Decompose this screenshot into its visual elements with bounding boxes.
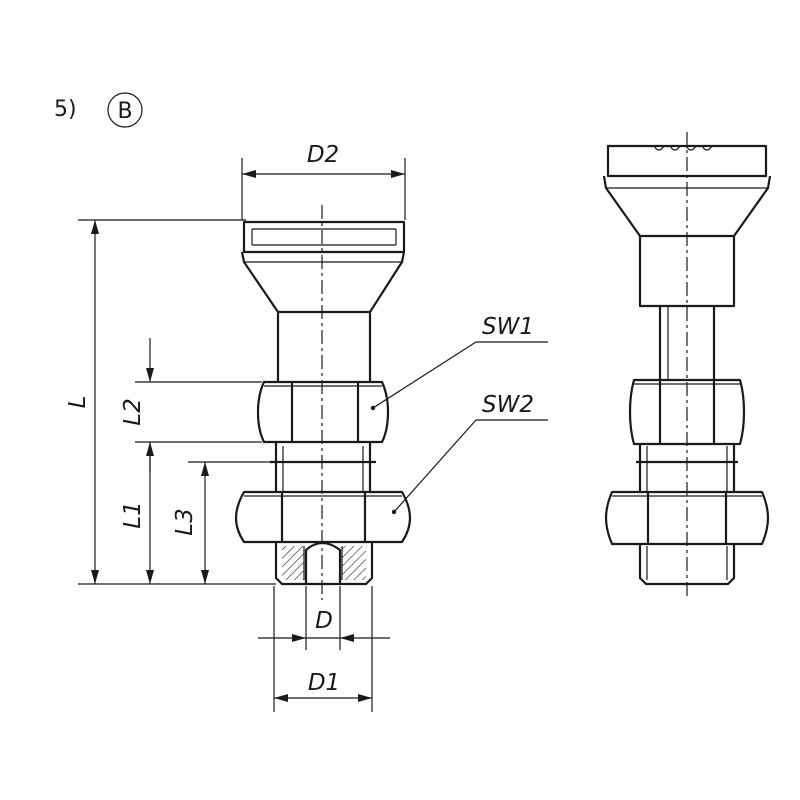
stem-right xyxy=(658,306,716,380)
threaded-body xyxy=(270,442,376,492)
label-sw1: SW1 xyxy=(482,314,534,340)
label-l: L xyxy=(65,396,91,409)
label-d: D xyxy=(315,608,333,634)
knob-right xyxy=(602,144,772,308)
leader-sw1: SW1 xyxy=(372,314,548,409)
lower-hex-right xyxy=(604,490,770,546)
dim-l: L xyxy=(65,219,276,585)
lower-hex-nut xyxy=(234,490,412,544)
note-number: 5) xyxy=(54,97,77,122)
variant-letter: B xyxy=(117,99,132,124)
label-l1: L1 xyxy=(120,501,146,528)
dim-l3: L3 xyxy=(172,461,272,584)
dim-d: D xyxy=(258,586,390,650)
thread-end-section xyxy=(274,541,374,586)
label-sw2: SW2 xyxy=(482,392,534,418)
thread-end-right xyxy=(638,544,736,586)
variant-marker: B xyxy=(107,92,143,128)
label-d1: D1 xyxy=(308,670,340,696)
stem xyxy=(276,312,372,382)
upper-hex-right xyxy=(628,378,746,446)
dim-l1: L1 xyxy=(120,442,154,584)
threaded-body-right xyxy=(636,444,738,492)
dim-d1: D1 xyxy=(273,586,373,712)
dim-l2: L2 xyxy=(120,338,262,472)
variant-circle-icon xyxy=(107,92,143,128)
label-l3: L3 xyxy=(172,508,198,535)
upper-hex-nut xyxy=(256,380,390,444)
knob xyxy=(240,220,406,314)
label-d2: D2 xyxy=(307,142,339,168)
leader-sw2: SW2 xyxy=(393,392,548,513)
front-view: D2 L L2 L1 xyxy=(65,142,548,712)
dim-d2: D2 xyxy=(241,142,406,220)
side-view xyxy=(602,132,772,600)
label-l2: L2 xyxy=(120,398,146,425)
